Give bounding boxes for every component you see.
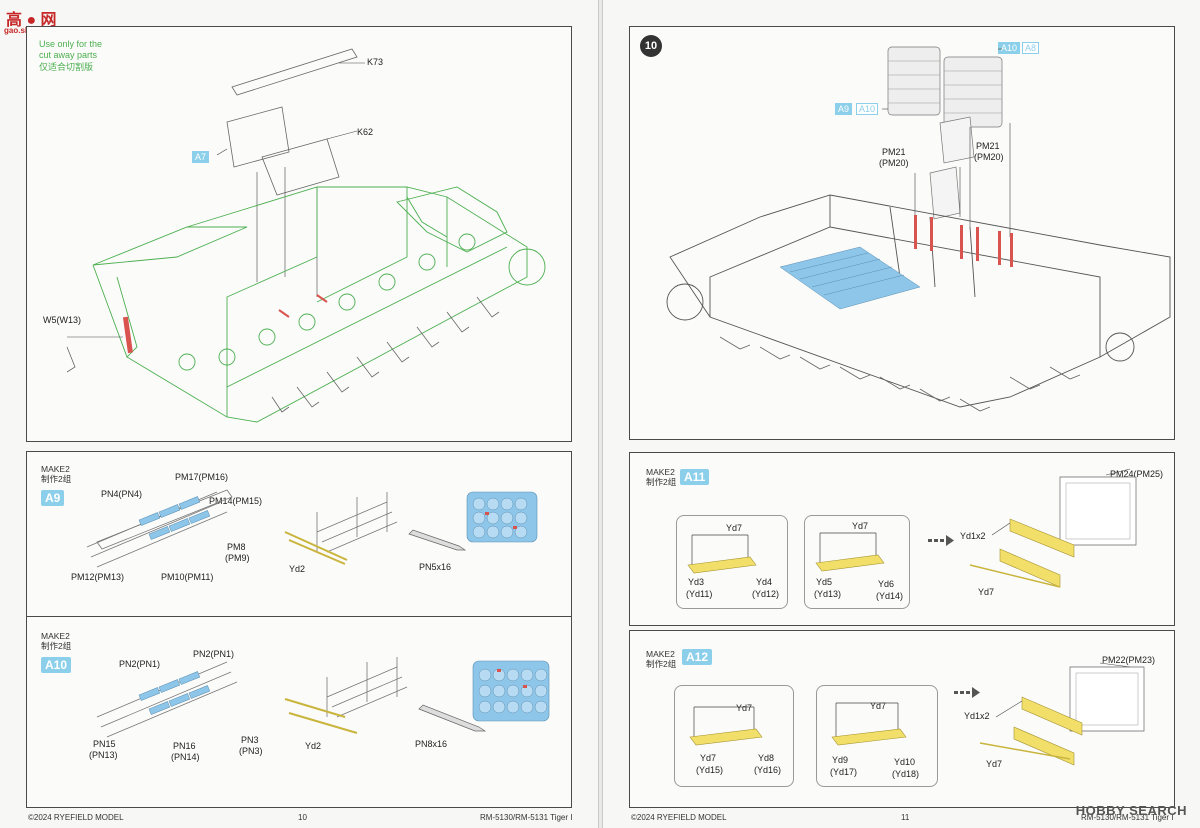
a12-label-yd17: (Yd17) (830, 767, 858, 777)
a11-label-yd11: (Yd11) (686, 589, 713, 599)
a9-label-pm9: (PM9) (225, 553, 250, 563)
a12-label-yd18: (Yd18) (892, 769, 920, 779)
right-footer-model: RM-5130/RM-5131 Tiger I (1081, 813, 1174, 822)
a9-make-count: MAKE2 制作2组 (41, 464, 72, 484)
a12-label-yd7-b: Yd7 (700, 753, 717, 763)
a10-label-pn2-left: PN2(PN1) (119, 659, 161, 669)
part-label-k62: K62 (357, 127, 374, 137)
cutaway-note-line2: cut away parts (39, 50, 98, 60)
cutaway-note-line3: 仅适合切割版 (39, 62, 94, 72)
left-footer-model: RM-5130/RM-5131 Tiger I (480, 813, 573, 822)
a11-label-yd5: Yd5 (816, 577, 833, 587)
left-footer-page-number: 10 (298, 813, 307, 822)
tag-a10-left: A10 (856, 103, 879, 115)
a11-make-count: MAKE2 制作2组 (646, 467, 677, 487)
main-assembly-box-left: Use only for the cut away parts 仅适合切割版 K… (26, 26, 572, 442)
a10-label-pn3b: (PN3) (239, 746, 263, 756)
a10-label-pn16: PN16 (173, 741, 196, 751)
a12-label-yd7-d: Yd7 (986, 759, 1003, 769)
label-pm21-left: PM21 (882, 147, 906, 157)
a11-label-yd3: Yd3 (688, 577, 705, 587)
a11-label-yd13: (Yd13) (814, 589, 842, 599)
a11-badge: A11 (680, 469, 710, 485)
part-tag-a7: A7 (192, 151, 210, 163)
a12-label-yd10: Yd10 (894, 757, 916, 767)
a10-label-pn2-right: PN2(PN1) (193, 649, 235, 659)
a12-assembly-drawing (689, 662, 1145, 766)
a12-label-yd16: (Yd16) (754, 765, 782, 775)
a11-label-yd7-b: Yd7 (852, 521, 869, 531)
a11-label-yd7-a: Yd7 (726, 523, 743, 533)
a9-label-pn4: PN4(PN4) (101, 489, 143, 499)
a10-rack-drawing (96, 657, 550, 738)
a9-label-pm8: PM8 (227, 542, 246, 552)
right-page: 10 A10 A8 A9 A10 PM21 (PM20) PM21 (PM20) (602, 0, 1200, 828)
hull-ammo-drawing (666, 46, 1171, 412)
right-footer-page-number: 11 (901, 813, 910, 822)
a10-badge: A10 (41, 657, 72, 673)
a11-assembly-drawing (687, 468, 1137, 588)
a9-badge: A9 (41, 490, 65, 506)
part-label-k73: K73 (367, 57, 384, 67)
a9-label-pm10: PM10(PM11) (161, 572, 214, 582)
a10-panel: MAKE2 制作2组 A10 PN2(PN1) PN2(PN1) PN15 (P… (26, 616, 572, 808)
a12-label-yd15: (Yd15) (696, 765, 724, 775)
a10-label-pn8: PN8x16 (415, 739, 448, 749)
a11-label-yd6: Yd6 (878, 579, 895, 589)
a12-label-yd7-c: Yd7 (870, 701, 887, 711)
a12-label-yd9: Yd9 (832, 755, 849, 765)
a9-label-pm17: PM17(PM16) (175, 472, 229, 482)
a9-label-yd2: Yd2 (289, 564, 306, 574)
a11-label-yd7-c: Yd7 (978, 587, 995, 597)
label-pm20-left: (PM20) (879, 158, 909, 168)
a9-label-pn5: PN5x16 (419, 562, 452, 572)
a10-label-pn15: PN15 (93, 739, 116, 749)
a9-rack-drawing (86, 489, 538, 568)
right-footer-copyright: ©2024 RYEFIELD MODEL (631, 813, 727, 822)
a12-label-yd8: Yd8 (758, 753, 775, 763)
a11-label-yd1x2: Yd1x2 (960, 531, 986, 541)
a11-label-pm24: PM24(PM25) (1110, 469, 1164, 479)
a9-label-pm12: PM12(PM13) (71, 572, 125, 582)
a9-panel: MAKE2 制作2组 A9 PM17(PM16) PN4(PN4) PM14(P… (26, 451, 572, 618)
a12-make-count: MAKE2 制作2组 (646, 649, 677, 669)
step-number: 10 (640, 35, 662, 57)
a12-label-yd1x2: Yd1x2 (964, 711, 990, 721)
hull-cutaway-drawing (66, 48, 546, 423)
a12-label-yd7-a: Yd7 (736, 703, 753, 713)
cutaway-note-line1: Use only for the (39, 39, 103, 49)
label-pm21-right: PM21 (976, 141, 1000, 151)
a9-label-pm14: PM14(PM15) (209, 496, 263, 506)
a12-badge: A12 (682, 649, 713, 665)
hobby-search-logo: HOBBY SEARCH (1075, 803, 1187, 818)
a10-label-yd2: Yd2 (305, 741, 322, 751)
tag-a8-top: A8 (1022, 42, 1040, 54)
part-label-w5: W5(W13) (43, 315, 81, 325)
a11-panel: MAKE2 制作2组 A11 Yd7 Yd3 (Yd11) Yd4 (Yd12)… (629, 452, 1175, 626)
label-pm20-right: (PM20) (974, 152, 1004, 162)
watermark-logo: 高 ● 网 (6, 12, 57, 29)
main-assembly-box-right: 10 A10 A8 A9 A10 PM21 (PM20) PM21 (PM20) (629, 26, 1175, 440)
left-footer-copyright: ©2024 RYEFIELD MODEL (28, 813, 124, 822)
tag-a9-left: A9 (835, 103, 853, 115)
a11-label-yd14: (Yd14) (876, 591, 904, 601)
left-page: 高 ● 网 gao.shou.com Use only for the cut … (0, 0, 599, 828)
a10-make-count: MAKE2 制作2组 (41, 631, 72, 651)
a10-label-pn13: (PN13) (89, 750, 118, 760)
a10-label-pn14: (PN14) (171, 752, 200, 762)
a11-label-yd12: (Yd12) (752, 589, 780, 599)
a12-panel: MAKE2 制作2组 A12 Yd7 Yd7 (Yd15) Yd8 (Yd16)… (629, 630, 1175, 808)
a11-label-yd4: Yd4 (756, 577, 773, 587)
a12-label-pm22: PM22(PM23) (1102, 655, 1156, 665)
tag-a10-top: A10 (998, 42, 1021, 54)
a10-label-pn3: PN3 (241, 735, 259, 745)
